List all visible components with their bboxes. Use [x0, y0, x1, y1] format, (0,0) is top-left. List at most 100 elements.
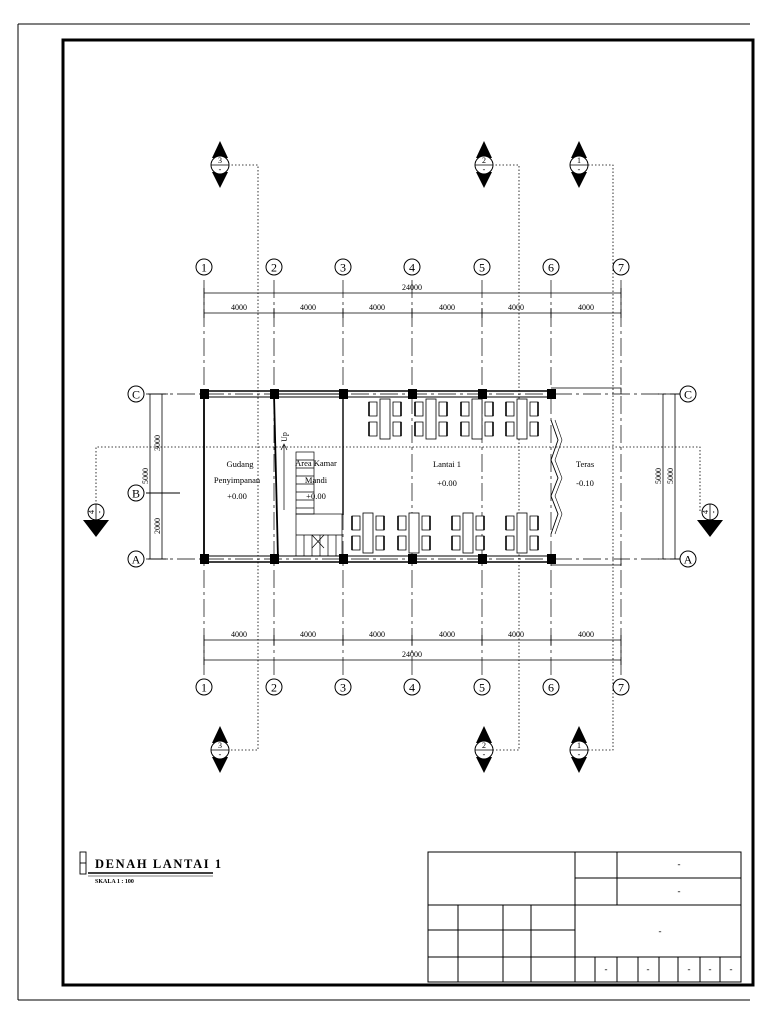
room-labels: Gudang Penyimpanan +0.00 Area Kamar Mand… — [214, 458, 594, 501]
section-number: 2 — [482, 741, 486, 750]
section-marker: 1 - — [569, 141, 589, 188]
section-markers-side: 4 - 4 - — [83, 503, 723, 537]
grid-label: 1 — [201, 261, 207, 275]
section-sheet-ref: - — [483, 750, 486, 759]
dining-set — [505, 398, 539, 440]
bay-dimension: 4000 — [439, 303, 455, 312]
grid-label: 3 — [340, 261, 346, 275]
title-block-field: - — [678, 886, 681, 896]
section-marker: 2 - — [474, 141, 494, 188]
drawing-scale-text: SKALA 1 : 100 — [95, 879, 134, 885]
grid-label: 5 — [479, 681, 485, 695]
room-level: +0.00 — [306, 491, 326, 501]
section-number: 3 — [218, 741, 222, 750]
dining-set — [505, 512, 539, 554]
dining-set — [451, 512, 485, 554]
overall-dimension-top: 24000 — [402, 283, 422, 292]
drawing-border — [61, 38, 755, 987]
room-level: +0.00 — [437, 478, 457, 488]
grid-label: 2 — [271, 261, 277, 275]
drawing-title-text: DENAH LANTAI 1 — [95, 857, 223, 871]
dining-set — [460, 398, 494, 440]
grid-label: 1 — [201, 681, 207, 695]
section-marker: 3 - — [210, 726, 230, 773]
grid-label: C — [684, 388, 692, 402]
section-number: 1 — [577, 156, 581, 165]
bay-dimension: 4000 — [578, 630, 594, 639]
grid-label: C — [132, 388, 140, 402]
bay-dimension: 4000 — [300, 303, 316, 312]
staircase — [280, 443, 343, 557]
grid-label: B — [132, 487, 140, 501]
bay-dimension: 4000 — [300, 630, 316, 639]
title-block — [427, 851, 742, 983]
section-cut-lines — [95, 164, 701, 751]
title-block-cell: - — [605, 964, 608, 974]
dimension-lines-right — [658, 393, 680, 560]
bay-dimension: 4000 — [439, 630, 455, 639]
section-sheet-ref: - — [483, 165, 486, 174]
room-name: Teras — [576, 459, 594, 469]
section-sheet-ref: - — [219, 750, 222, 759]
stair-up-label: Up — [280, 432, 289, 442]
dining-set — [368, 398, 402, 440]
bay-dimension: 4000 — [231, 630, 247, 639]
bay-dimension: 4000 — [578, 303, 594, 312]
section-number: 1 — [577, 741, 581, 750]
section-number: 4 — [701, 510, 710, 514]
structural-columns — [200, 389, 556, 564]
room-name-line2: Penyimpanan — [214, 475, 261, 485]
section-marker: 1 - — [569, 726, 589, 773]
section-sheet-ref: - — [95, 510, 104, 513]
grid-label: 3 — [340, 681, 346, 695]
bay-dimension: 4000 — [508, 303, 524, 312]
title-block-cell: - — [688, 964, 691, 974]
overall-dimension-bottom: 24000 — [402, 650, 422, 659]
room-name: Lantai 1 — [433, 459, 461, 469]
section-marker: 2 - — [474, 726, 494, 773]
grid-label: 2 — [271, 681, 277, 695]
grid-label: 6 — [548, 681, 554, 695]
grid-label: 4 — [409, 261, 415, 275]
grid-bubbles-rows: C B A C A — [127, 385, 697, 568]
section-markers-top: 3 - 2 - 1 - — [210, 141, 589, 188]
title-block-cell: - — [709, 964, 712, 974]
dining-set — [397, 512, 431, 554]
dining-furniture — [351, 398, 539, 554]
room-level: +0.00 — [227, 491, 247, 501]
section-sheet-ref: - — [219, 165, 222, 174]
dining-set — [351, 512, 385, 554]
title-block-field: - — [659, 926, 662, 936]
title-block-cell: - — [730, 964, 733, 974]
room-level: -0.10 — [576, 478, 594, 488]
room-name: Gudang — [227, 459, 255, 469]
section-marker: 4 - — [83, 503, 109, 537]
section-markers-bottom: 3 - 2 - 1 - — [210, 726, 589, 773]
section-sheet-ref: - — [709, 510, 718, 513]
title-block-field: - — [678, 859, 681, 869]
right-outer-dimension: 5000 — [654, 468, 663, 484]
dimension-lines-top — [203, 288, 622, 318]
dimension-lines-left — [146, 393, 168, 560]
section-marker: 4 - — [697, 503, 723, 537]
bay-dimension: 4000 — [369, 630, 385, 639]
section-marker: 3 - — [210, 141, 230, 188]
building-walls — [203, 387, 622, 566]
grid-label: 7 — [618, 261, 624, 275]
bay-dimension: 4000 — [508, 630, 524, 639]
title-block-cell: - — [647, 964, 650, 974]
room-name: Area Kamar — [295, 458, 337, 468]
grid-label: 5 — [479, 261, 485, 275]
grid-label: A — [684, 553, 693, 567]
section-sheet-ref: - — [578, 165, 581, 174]
grid-bubbles-bottom: 1 2 3 4 5 6 7 — [195, 678, 630, 696]
grid-label: 4 — [409, 681, 415, 695]
grid-label: 7 — [618, 681, 624, 695]
section-sheet-ref: - — [578, 750, 581, 759]
dining-set — [414, 398, 448, 440]
right-inner-dimension: 5000 — [666, 468, 675, 484]
left-overall-dimension: 5000 — [141, 468, 150, 484]
bay-dimension: 4000 — [369, 303, 385, 312]
section-number: 4 — [87, 510, 96, 514]
